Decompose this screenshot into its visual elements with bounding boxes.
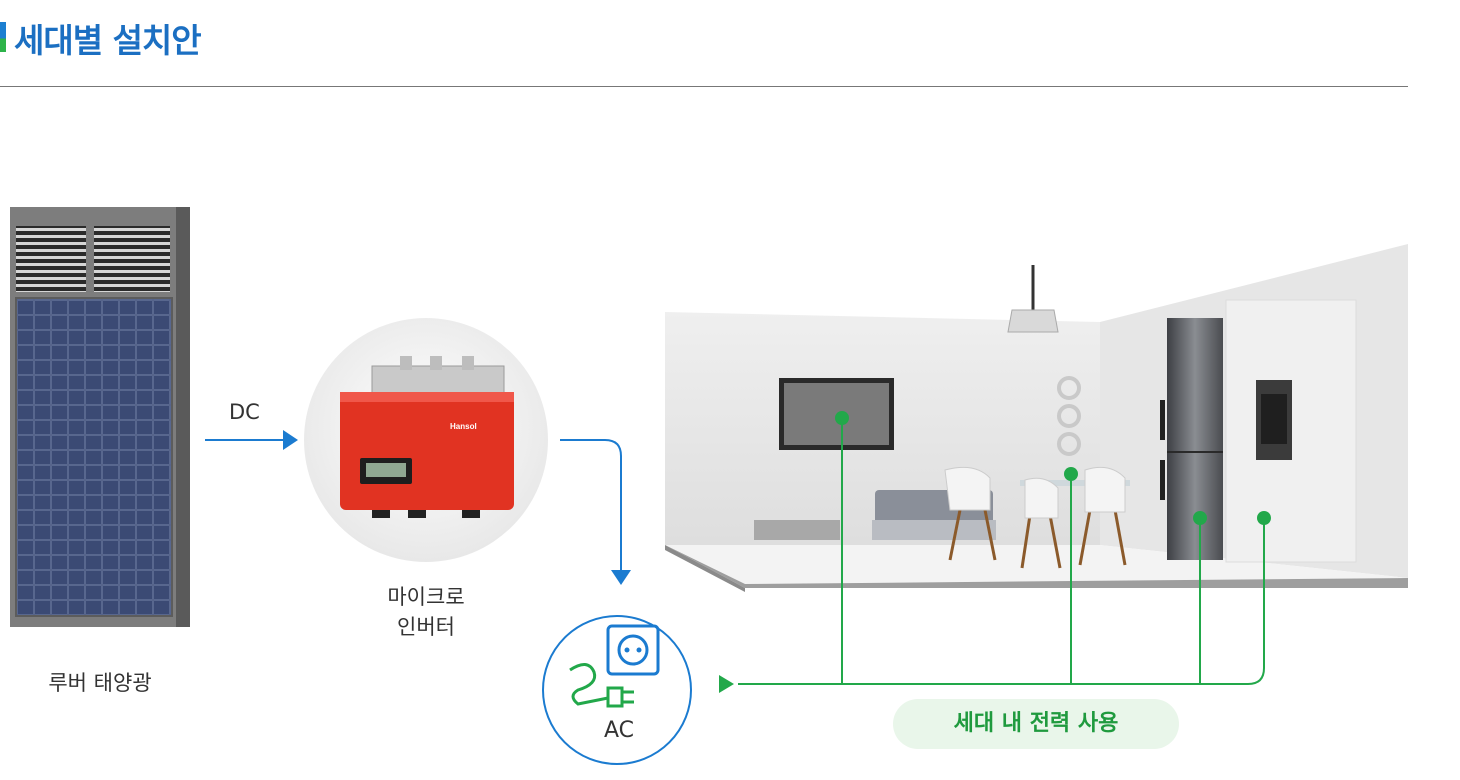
oven-connection-dot xyxy=(1257,511,1271,525)
room-illustration xyxy=(665,244,1408,592)
dc-label: DC xyxy=(229,400,260,424)
louver-solar-panel xyxy=(10,207,190,627)
fridge-connection-dot xyxy=(1193,511,1207,525)
plug-icon xyxy=(569,663,634,708)
dc-arrow xyxy=(205,430,298,450)
inverter-caption-line2: 인버터 xyxy=(397,615,455,639)
household-usage-badge: 세대 내 전력 사용 xyxy=(893,699,1179,749)
title-marker xyxy=(0,22,6,52)
power-socket-icon xyxy=(606,624,660,676)
micro-inverter: Hansol xyxy=(304,318,548,562)
lamp-connection-dot xyxy=(1064,467,1078,481)
power-distribution-lines xyxy=(719,418,1265,693)
title-divider xyxy=(0,86,1408,87)
inverter-brand-text: Hansol xyxy=(450,422,477,431)
page-title: 세대별 설치안 xyxy=(14,21,202,60)
appliance-connection-points xyxy=(835,411,1271,525)
inverter-caption: 마이크로 인버터 xyxy=(328,582,524,642)
inverter-caption-line1: 마이크로 xyxy=(387,585,465,609)
ac-arrow xyxy=(560,439,631,585)
solar-caption: 루버 태양광 xyxy=(48,671,152,695)
tv-connection-dot xyxy=(835,411,849,425)
ac-outlet xyxy=(542,615,692,765)
ac-label: AC xyxy=(604,718,635,743)
